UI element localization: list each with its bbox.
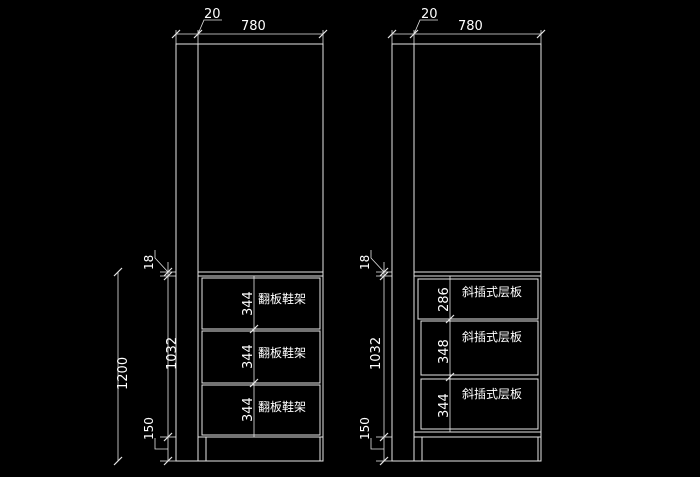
right-dim-middle: 1032 bbox=[369, 337, 384, 370]
left-top-tick bbox=[171, 29, 181, 39]
right-shelf-dim-tick bbox=[445, 372, 455, 382]
left-drawer-dim-tick bbox=[249, 324, 259, 334]
right-shelf-height-3: 344 bbox=[437, 393, 452, 418]
right-cabinet-elevation: 20 780 18 1032 150 286 348 344 斜插式层板 斜插式… bbox=[358, 7, 546, 466]
left-cabinet-elevation: 20 780 1200 18 1032 150 344 344 344 翻板鞋架… bbox=[113, 7, 328, 466]
left-flip-shoe-rack-3 bbox=[201, 384, 321, 436]
right-top-tick bbox=[536, 29, 546, 39]
right-dim-width: 780 bbox=[458, 19, 483, 34]
left-flip-shoe-rack-2 bbox=[201, 330, 321, 384]
left-drawer-height-2: 344 bbox=[241, 344, 256, 369]
left-leader-20 bbox=[197, 19, 222, 35]
left-dim-middle: 1032 bbox=[165, 337, 180, 370]
right-shelf-height-2: 348 bbox=[437, 339, 452, 364]
right-leader-18 bbox=[370, 250, 385, 273]
left-drawer-label-1: 翻板鞋架 bbox=[258, 291, 306, 306]
left-dim-upper: 18 bbox=[142, 255, 156, 270]
left-top-tick bbox=[318, 29, 328, 39]
right-mid-tick bbox=[379, 432, 389, 442]
left-leader-18 bbox=[154, 250, 169, 273]
left-drawer-label-2: 翻板鞋架 bbox=[258, 345, 306, 360]
left-drawer-height-3: 344 bbox=[241, 397, 256, 422]
right-leader-20 bbox=[413, 19, 438, 35]
left-mid-tick bbox=[163, 432, 173, 442]
left-total-tick bbox=[113, 267, 123, 277]
left-flip-shoe-rack-1 bbox=[201, 277, 321, 330]
right-slanted-shelf-2 bbox=[420, 320, 539, 376]
right-shelf-dim-tick bbox=[445, 314, 455, 324]
right-mid-tick bbox=[379, 271, 389, 281]
left-leader-150 bbox=[154, 438, 168, 450]
left-dim-width: 780 bbox=[241, 19, 266, 34]
right-top-tick bbox=[387, 29, 397, 39]
left-drawer-dim-tick bbox=[249, 378, 259, 388]
right-slanted-shelf-1 bbox=[417, 278, 539, 320]
right-dim-side-thickness: 20 bbox=[421, 7, 438, 22]
right-shelf-height-1: 286 bbox=[437, 287, 452, 312]
right-mid-tick bbox=[379, 456, 389, 466]
left-drawer-height-1: 344 bbox=[241, 291, 256, 316]
left-drawer-label-3: 翻板鞋架 bbox=[258, 399, 306, 414]
left-mid-tick bbox=[163, 456, 173, 466]
right-slanted-shelf-3 bbox=[420, 378, 539, 430]
right-dim-base: 150 bbox=[358, 417, 372, 440]
left-dim-total: 1200 bbox=[116, 357, 131, 390]
right-dim-upper: 18 bbox=[358, 255, 372, 270]
left-mid-tick bbox=[163, 271, 173, 281]
right-shelf-label-1: 斜插式层板 bbox=[462, 285, 522, 299]
left-cabinet-outline bbox=[175, 43, 324, 462]
left-dim-base: 150 bbox=[142, 417, 156, 440]
right-leader-150 bbox=[370, 438, 384, 450]
right-shelf-label-3: 斜插式层板 bbox=[462, 387, 522, 401]
right-cabinet-outline bbox=[391, 43, 542, 462]
left-dim-side-thickness: 20 bbox=[204, 7, 221, 22]
left-total-tick bbox=[113, 456, 123, 466]
right-shelf-label-2: 斜插式层板 bbox=[462, 330, 522, 344]
